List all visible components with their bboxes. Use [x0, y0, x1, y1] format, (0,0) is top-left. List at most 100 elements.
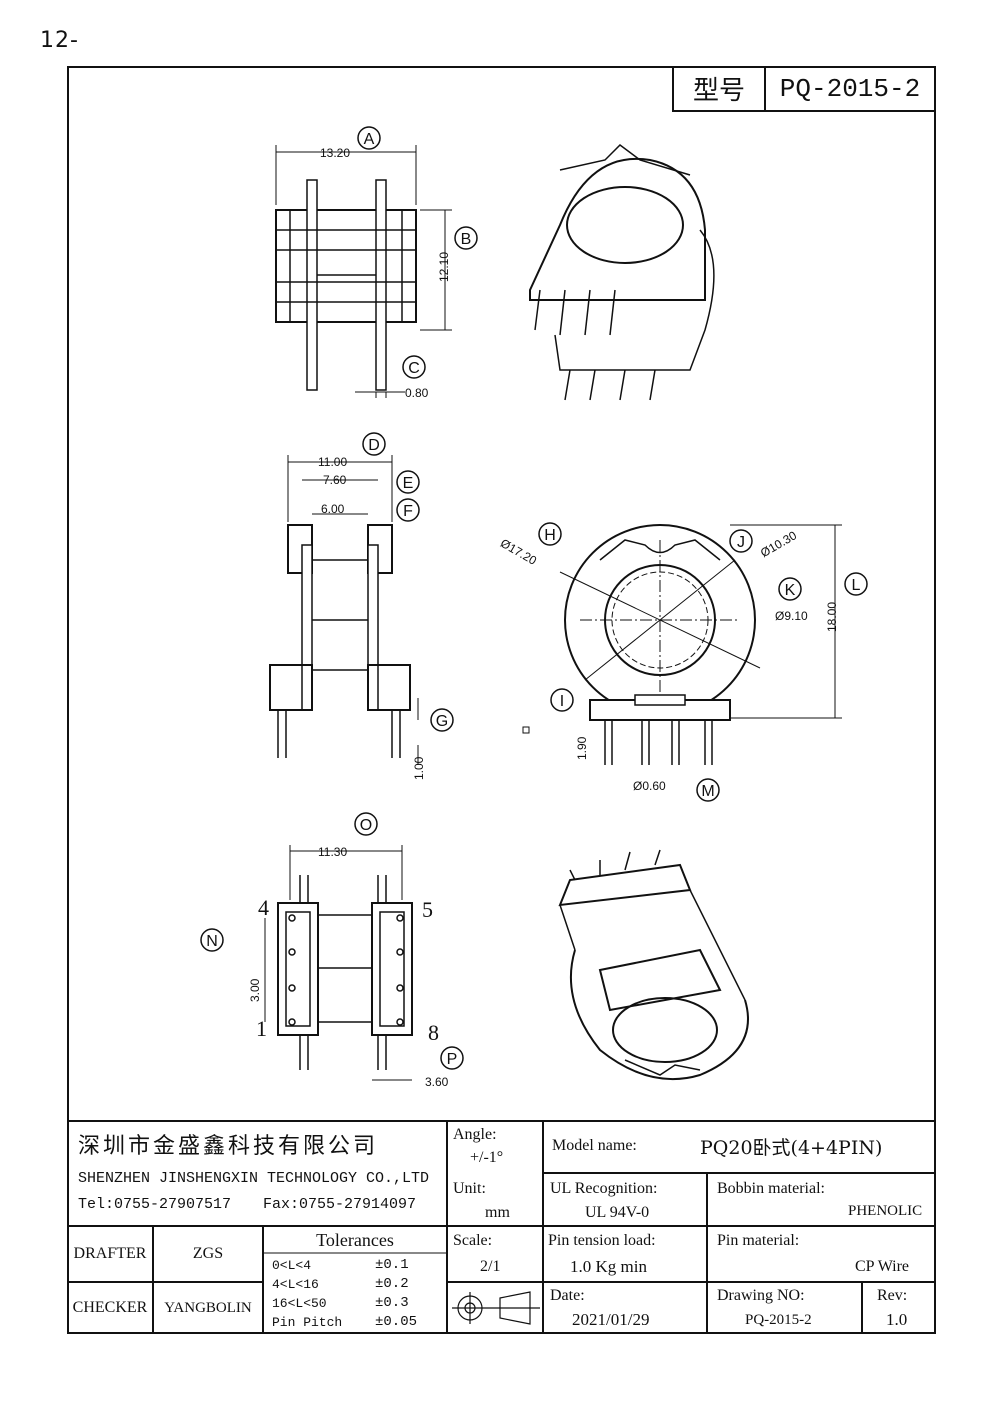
- drawing-number-label: Drawing NO:: [717, 1287, 805, 1304]
- svg-text:K: K: [785, 582, 796, 599]
- tolerance-range: Pin Pitch: [272, 1315, 343, 1330]
- callout-g: G: [430, 708, 454, 732]
- model-name-value: PQ20卧式(4+4PIN): [700, 1136, 883, 1159]
- unit-label: Unit:: [453, 1180, 486, 1197]
- drafter-name: ZGS: [192, 1245, 224, 1262]
- angle-value: +/-1°: [470, 1149, 504, 1166]
- dim-p-value: 3.60: [425, 1075, 449, 1089]
- tolerance-value: ±0.1: [375, 1257, 409, 1273]
- dim-c-value: 0.80: [405, 386, 429, 400]
- svg-text:A: A: [364, 131, 375, 148]
- dim-o-value: 11.30: [318, 845, 348, 859]
- svg-text:M: M: [701, 783, 714, 800]
- dim-k-value: Ø9.10: [775, 609, 808, 623]
- ul-value: UL 94V-0: [585, 1204, 650, 1221]
- svg-text:E: E: [403, 475, 414, 492]
- dim-m-value: Ø0.60: [633, 779, 666, 793]
- svg-text:G: G: [436, 713, 448, 730]
- dim-d-value: 11.00: [318, 455, 348, 469]
- bottom-view: [264, 845, 413, 1081]
- svg-text:O: O: [360, 817, 372, 834]
- title-block-grid: [67, 1120, 935, 1334]
- dim-e-value: 7.60: [323, 473, 347, 487]
- page-marker: 12-: [40, 28, 79, 53]
- top-view-circle: [522, 524, 842, 765]
- rev-label: Rev:: [877, 1287, 908, 1304]
- pin-tension-label: Pin tension load:: [548, 1232, 656, 1249]
- callout-j: J: [729, 529, 753, 553]
- callout-e: E: [396, 470, 420, 494]
- tolerance-range: 4<L<16: [272, 1277, 319, 1292]
- tolerance-range: 0<L<4: [272, 1258, 312, 1273]
- model-number-value: PQ-2015-2: [779, 73, 921, 104]
- drafter-label: DRAFTER: [73, 1245, 147, 1262]
- ul-label: UL Recognition:: [550, 1180, 658, 1197]
- company-name-en: SHENZHEN JINSHENGXIN TECHNOLOGY CO.,LTD: [78, 1169, 430, 1187]
- callout-p: P: [440, 1046, 464, 1070]
- dim-f-value: 6.00: [321, 502, 345, 516]
- side-view-top: [275, 145, 452, 398]
- pin-material-value: CP Wire: [855, 1258, 910, 1275]
- svg-text:P: P: [447, 1051, 458, 1068]
- callout-h: H: [538, 522, 562, 546]
- svg-text:H: H: [544, 527, 556, 544]
- bobbin-label: Bobbin material:: [717, 1180, 825, 1197]
- tolerance-value: ±0.2: [375, 1276, 409, 1292]
- callout-a: A: [357, 126, 381, 150]
- callout-l: L: [844, 572, 868, 596]
- svg-text:D: D: [368, 437, 380, 454]
- svg-text:F: F: [403, 503, 413, 520]
- projection-symbol: [452, 1291, 540, 1325]
- scale-label: Scale:: [453, 1232, 493, 1249]
- model-number-box: 型号 PQ-2015-2: [672, 67, 934, 112]
- callout-i: I: [550, 688, 574, 712]
- tolerances-values: ±0.1 ±0.2 ±0.3 ±0.05: [375, 1256, 417, 1332]
- scale-value: 2/1: [480, 1258, 501, 1275]
- svg-text:B: B: [461, 231, 472, 248]
- company-tel: Tel:0755-27907517: [78, 1195, 232, 1213]
- tolerance-range: 16<L<50: [272, 1296, 327, 1311]
- callout-d: D: [362, 432, 386, 456]
- tolerances-title: Tolerances: [316, 1229, 394, 1250]
- date-value: 2021/01/29: [572, 1310, 650, 1329]
- pin-material-label: Pin material:: [717, 1232, 800, 1249]
- company-name-cn: 深圳市金盛鑫科技有限公司: [78, 1134, 379, 1159]
- iso-view-bottom: [558, 849, 749, 1081]
- unit-value: mm: [485, 1204, 510, 1221]
- callout-f: F: [396, 498, 420, 522]
- callout-n: N: [200, 928, 224, 952]
- bobbin-value: PHENOLIC: [848, 1202, 923, 1219]
- iso-view-top: [529, 144, 715, 401]
- tolerance-value: ±0.05: [375, 1314, 418, 1330]
- pin-number-1: 1: [256, 1016, 267, 1041]
- model-number-label: 型号: [674, 67, 766, 110]
- callout-b: B: [454, 226, 478, 250]
- pin-number-4: 4: [258, 895, 269, 920]
- angle-label: Angle:: [453, 1126, 497, 1143]
- svg-text:L: L: [852, 577, 861, 594]
- date-label: Date:: [550, 1287, 585, 1304]
- svg-text:C: C: [408, 360, 420, 377]
- callout-o: O: [354, 812, 378, 836]
- svg-text:N: N: [206, 933, 218, 950]
- svg-text:J: J: [737, 534, 745, 551]
- pin-number-8: 8: [428, 1020, 439, 1045]
- callout-k: K: [778, 577, 802, 601]
- rev-value: 1.0: [886, 1310, 908, 1329]
- front-view-middle: [269, 455, 419, 765]
- tolerance-value: ±0.3: [375, 1295, 409, 1311]
- pin-tension-value: 1.0 Kg min: [570, 1257, 647, 1276]
- company-fax: Fax:0755-27914097: [263, 1195, 417, 1213]
- callout-c: C: [402, 355, 426, 379]
- model-name-label: Model name:: [552, 1137, 637, 1154]
- checker-name: YANGBOLIN: [164, 1299, 252, 1316]
- drawing-frame: [67, 66, 936, 1334]
- checker-label: CHECKER: [72, 1299, 148, 1316]
- dim-a-value: 13.20: [320, 146, 351, 160]
- callout-m: M: [696, 778, 720, 802]
- tolerances-ranges: 0<L<4 4<L<16 16<L<50 Pin Pitch: [272, 1256, 342, 1332]
- drawing-number-value: PQ-2015-2: [745, 1311, 812, 1328]
- svg-text:I: I: [560, 693, 564, 710]
